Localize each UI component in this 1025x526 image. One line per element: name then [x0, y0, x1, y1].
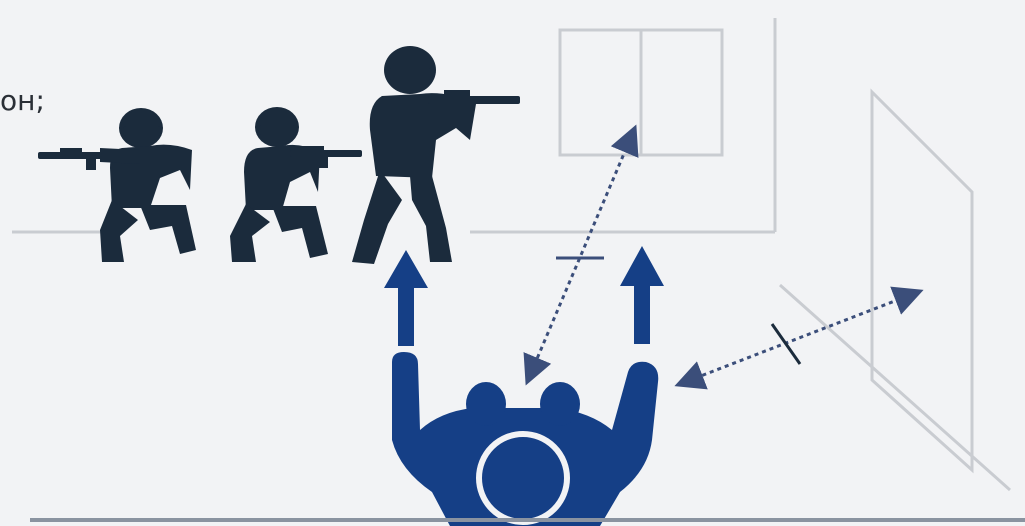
- kneeling-operator-2: [230, 107, 362, 262]
- double-headed-dotted-arrow-icon-window: [528, 130, 634, 380]
- up-arrow-icon-left: [384, 250, 428, 346]
- double-headed-dotted-arrow-icon-door: [680, 292, 918, 384]
- person-arms-raised: [392, 352, 658, 526]
- window: [560, 30, 722, 155]
- floor-perspective-line: [780, 285, 1010, 490]
- up-arrow-icon-right: [620, 246, 664, 344]
- kneeling-operator-1: [38, 108, 196, 262]
